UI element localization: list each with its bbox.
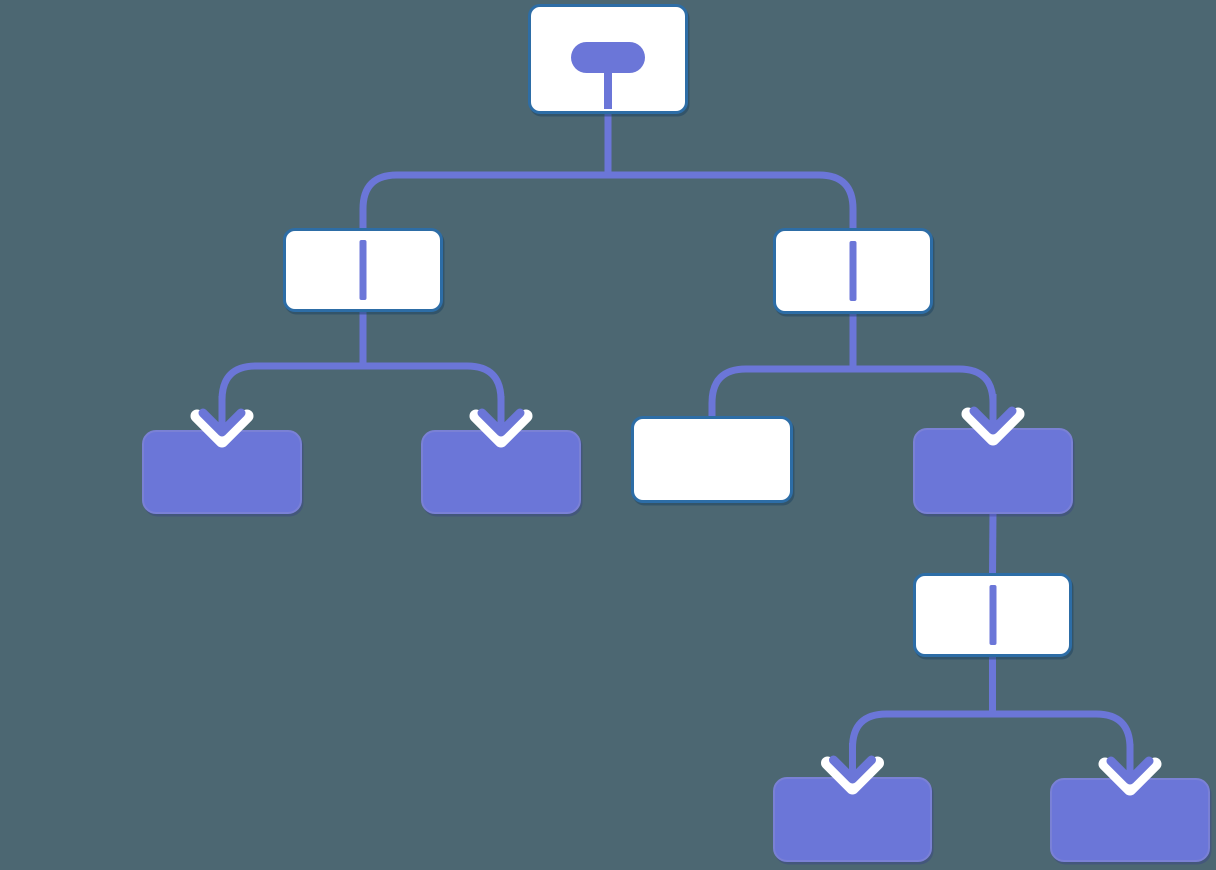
root-pill-stem <box>604 71 612 109</box>
node-leaf-4[interactable] <box>1050 778 1210 862</box>
node-plain-1[interactable] <box>631 416 793 503</box>
node-branch-left[interactable] <box>283 228 443 312</box>
node-leaf-1[interactable] <box>142 430 302 514</box>
cursor-line-icon <box>850 241 857 301</box>
node-target-mid[interactable] <box>913 428 1073 514</box>
cursor-line-icon <box>989 585 996 645</box>
cursor-line-icon <box>360 240 367 300</box>
node-branch-bottom[interactable] <box>913 573 1072 657</box>
node-branch-right[interactable] <box>773 228 933 314</box>
node-leaf-2[interactable] <box>421 430 581 514</box>
node-leaf-3[interactable] <box>773 777 932 862</box>
root-pill-icon <box>571 42 645 73</box>
node-root[interactable] <box>528 4 688 114</box>
